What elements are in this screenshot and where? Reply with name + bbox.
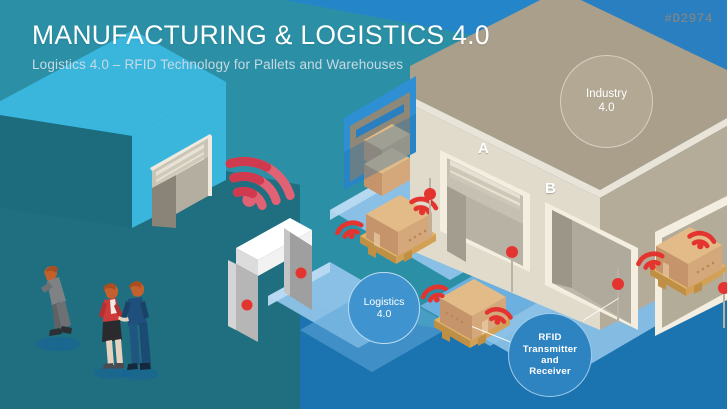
callout-industry-line2: 4.0 xyxy=(598,101,615,114)
person-walking-man xyxy=(36,265,80,351)
callout-industry[interactable]: Industry 4.0 xyxy=(560,55,653,148)
pallet-right-wifi-right xyxy=(687,230,717,250)
callout-rfid-line3: and xyxy=(541,355,559,366)
page-subtitle: Logistics 4.0 – RFID Technology for Pall… xyxy=(32,57,404,73)
pallet-lower-wifi-right xyxy=(484,307,513,325)
slide-code: #D2974 xyxy=(664,12,713,26)
callout-rfid-line2: Transmitter xyxy=(522,343,578,355)
sensor-post-1 xyxy=(424,178,436,234)
bay-label-b: B xyxy=(545,180,556,197)
sensor-post-4 xyxy=(718,272,727,328)
bay-label-a: A xyxy=(478,140,489,157)
gate-wifi-icon xyxy=(225,156,295,211)
callout-industry-line1: Industry xyxy=(586,87,627,100)
person-woman-red xyxy=(94,283,130,379)
page-title: MANUFACTURING & LOGISTICS 4.0 xyxy=(32,20,490,50)
callout-logistics[interactable]: Logistics 4.0 xyxy=(348,272,420,344)
callout-logistics-line2: 4.0 xyxy=(376,308,392,320)
rfid-gate xyxy=(228,218,312,342)
pallet-lower-wifi-left xyxy=(420,284,448,303)
callout-rfid[interactable]: RFID Transmitter and Receiver xyxy=(508,313,592,397)
pallet-upper-wifi-left xyxy=(335,220,364,239)
left-building xyxy=(0,30,226,228)
pallet-right-wifi-left xyxy=(636,251,665,270)
sensor-post-2 xyxy=(506,236,518,292)
sensor-post-3 xyxy=(612,268,624,324)
callout-logistics-line1: Logistics xyxy=(363,295,405,308)
pallet-upper xyxy=(360,195,436,264)
callout-rfid-line1: RFID xyxy=(538,332,562,344)
person-man-blue xyxy=(118,281,158,380)
callout-rfid-line4: Receiver xyxy=(529,366,571,378)
pallet-upper-wifi-right xyxy=(409,196,439,216)
title-block: MANUFACTURING & LOGISTICS 4.0 Logistics … xyxy=(32,20,490,72)
